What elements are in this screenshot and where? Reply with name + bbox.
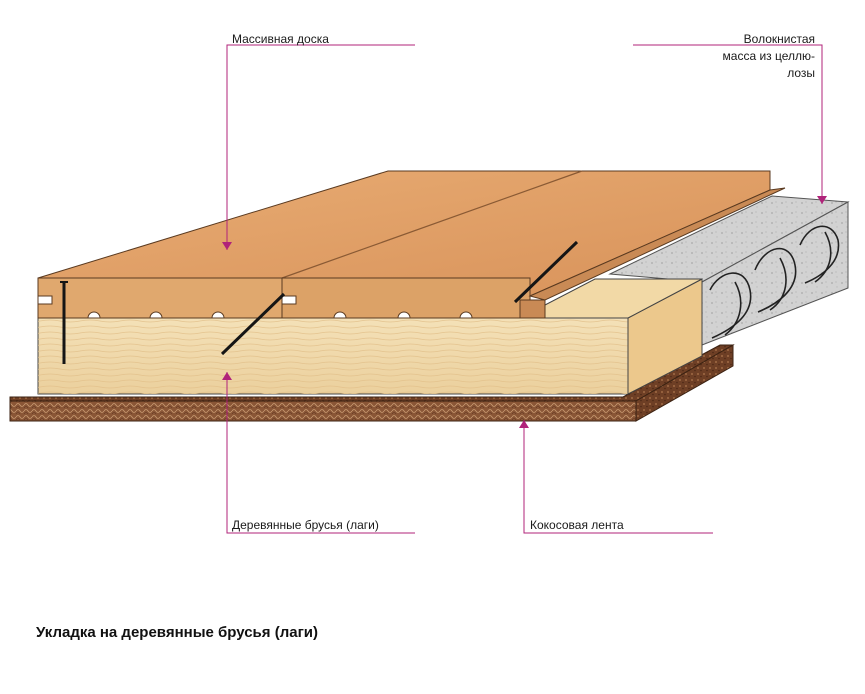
leader-lines	[222, 44, 827, 534]
label-wooden-beams: Деревянные брусья (лаги)	[232, 518, 379, 532]
leader-coconut-tape-arrow	[519, 420, 529, 428]
leader-fiber-mass-arrow	[817, 196, 827, 204]
leader-solid-board-arrow	[222, 242, 232, 250]
label-solid-board: Массивная доска	[232, 32, 329, 46]
wooden-beam	[37, 278, 703, 395]
leader-wooden-beams	[226, 372, 415, 534]
caption: Укладка на деревянные брусья (лаги)	[36, 624, 319, 641]
label-fiber-mass-2: масса из целлю-	[722, 49, 815, 63]
label-coconut-tape: Кокосовая лента	[530, 518, 624, 532]
leader-solid-board	[226, 44, 415, 250]
leader-coconut-tape	[523, 420, 713, 534]
solid-board	[37, 170, 786, 319]
screws	[60, 240, 579, 364]
label-fiber-mass-1: Волокнистая	[743, 32, 815, 46]
cellulose-insulation	[608, 195, 850, 346]
coconut-tape	[9, 344, 735, 422]
leader-wooden-beams-arrow	[222, 372, 232, 380]
label-fiber-mass-3: лозы	[787, 66, 815, 80]
leader-fiber-mass	[633, 44, 823, 204]
